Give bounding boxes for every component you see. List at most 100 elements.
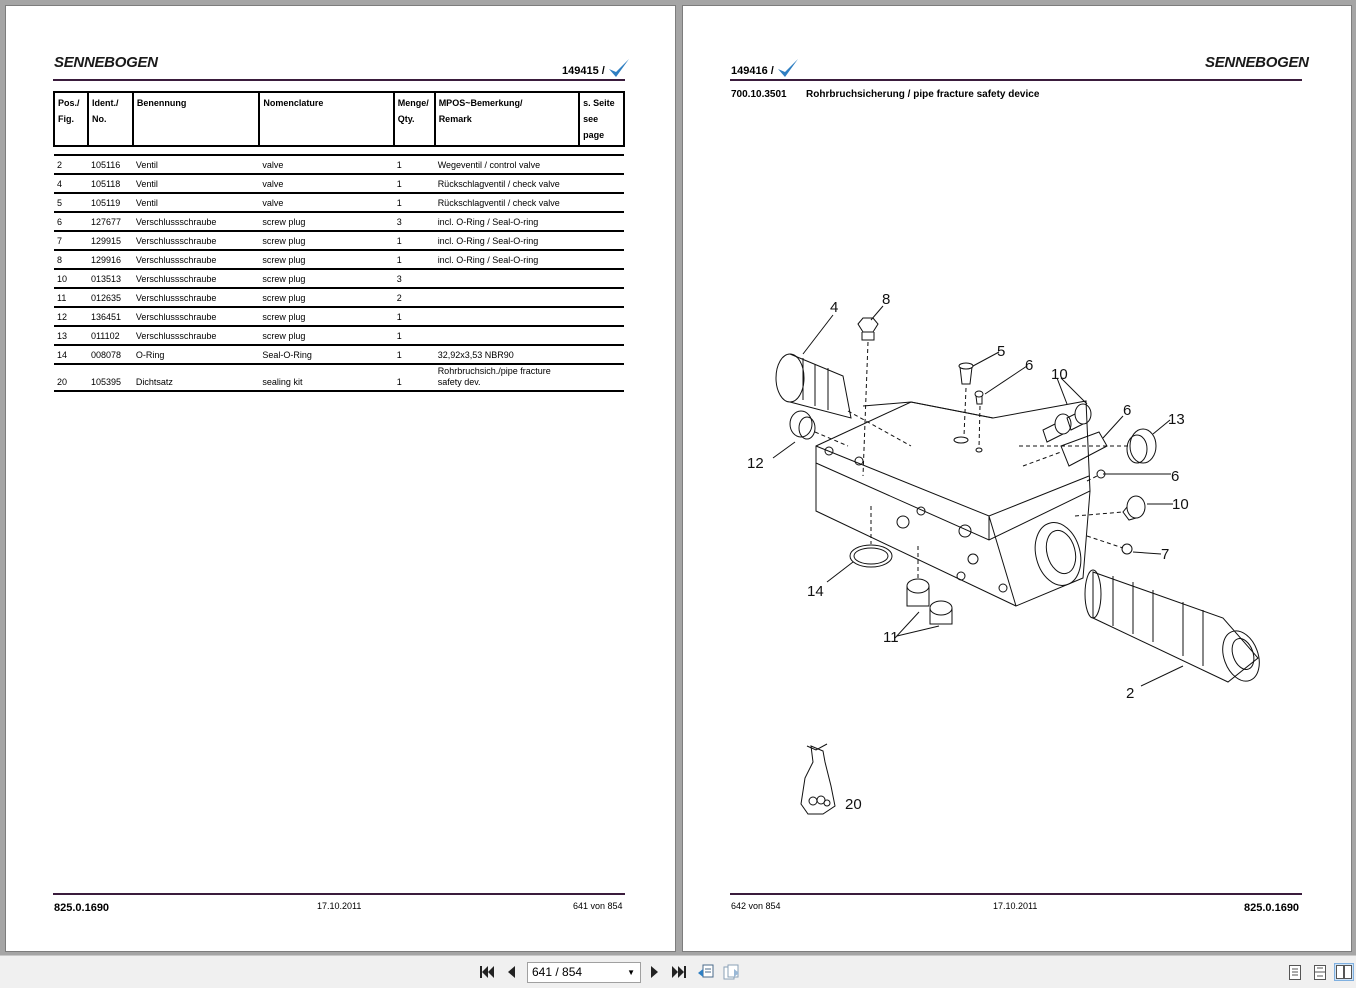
back-view-icon [698,964,714,978]
header-rule [53,79,625,81]
header-rule [730,79,1302,81]
single-page-view-button[interactable] [1287,964,1303,980]
cell-nomenclature: screw plug [259,326,394,346]
cell-ident: 105116 [87,155,133,175]
viewer-toolbar: 641 / 854 ▼ [0,955,1356,988]
cell-qty: 1 [393,231,435,251]
cell-benennung: Ventil [132,193,260,213]
first-page-icon [480,966,494,978]
cell-ident: 105119 [87,193,133,213]
footer-code: 825.0.1690 [1244,902,1300,914]
right-page: 149416 / SENNEBOGEN 700.10.3501 Rohrbruc… [682,5,1352,952]
callout-number: 10 [1051,366,1068,383]
cell-qty: 1 [393,307,435,327]
footer-rule [730,893,1302,895]
parts-table: Pos./Fig. Ident./No. Benennung Nomenclat… [53,91,625,392]
single-page-icon [1289,964,1301,980]
cell-ident: 105118 [87,174,133,194]
two-page-view-button[interactable] [1334,963,1354,981]
col-nomenclature: Nomenclature [258,91,395,147]
go-forward-view-button[interactable] [722,964,740,980]
sennebogen-logo: SENNEBOGEN [1205,54,1309,71]
previous-page-button[interactable] [503,964,519,980]
cell-see-page [579,193,624,213]
footer-page-number: 642 von 854 [731,901,781,911]
callout-number: 10 [1172,496,1189,513]
cell-pos: 2 [54,155,88,175]
cell-remark: incl. O-Ring / Seal-O-ring [434,212,580,232]
cell-ident: 105395 [87,364,133,392]
cell-qty: 1 [393,155,435,175]
doc-number-text: 149416 / [731,65,774,77]
forward-view-icon [723,964,739,980]
footer-date: 17.10.2011 [317,901,362,911]
assembly-code: 700.10.3501 [731,89,787,100]
callout-number: 11 [883,629,899,646]
cell-nomenclature: Seal-O-Ring [259,345,394,365]
cell-pos: 20 [54,364,88,392]
next-page-button[interactable] [647,964,663,980]
cell-pos: 12 [54,307,88,327]
cell-pos: 5 [54,193,88,213]
cell-remark [434,326,580,346]
cell-qty: 1 [393,250,435,270]
cell-benennung: Ventil [132,174,260,194]
cell-remark [434,288,580,308]
cell-benennung: Verschlussschraube [132,212,260,232]
col-ident: Ident./No. [86,91,134,147]
cell-ident: 129915 [87,231,133,251]
cell-pos: 10 [54,269,88,289]
cell-benennung: Verschlussschraube [132,231,260,251]
cell-qty: 3 [393,212,435,232]
footer-code: 825.0.1690 [54,902,110,914]
continuous-view-button[interactable] [1312,964,1328,980]
sennebogen-logo: SENNEBOGEN [54,54,158,71]
cell-see-page [579,364,624,392]
callout-number: 20 [845,796,862,813]
cell-benennung: Ventil [132,155,260,175]
footer-date: 17.10.2011 [993,901,1038,911]
last-page-icon [672,966,686,978]
cell-benennung: O-Ring [132,345,260,365]
cell-benennung: Verschlussschraube [132,269,260,289]
cell-pos: 8 [54,250,88,270]
cell-remark [434,307,580,327]
col-qty: Menge/Qty. [392,91,436,147]
page-selector[interactable]: 641 / 854 ▼ [527,962,641,983]
left-page: SENNEBOGEN 149415 / Pos./Fig. Ident./No.… [5,5,676,952]
previous-page-icon [508,966,515,978]
first-page-button[interactable] [479,964,495,980]
cell-ident: 127677 [87,212,133,232]
go-back-view-button[interactable] [697,964,715,980]
cell-nomenclature: sealing kit [259,364,394,392]
cell-see-page [579,307,624,327]
cell-see-page [579,174,624,194]
doc-number-text: 149415 / [562,65,605,77]
cell-ident: 129916 [87,250,133,270]
cell-qty: 1 [393,345,435,365]
cell-ident: 013513 [87,269,133,289]
cell-remark: 32,92x3,53 NBR90 [434,345,580,365]
last-page-button[interactable] [671,964,687,980]
cell-qty: 1 [393,364,435,392]
cell-ident: 012635 [87,288,133,308]
cell-nomenclature: screw plug [259,307,394,327]
cell-see-page [579,231,624,251]
cell-pos: 4 [54,174,88,194]
table-header-row: Pos./Fig. Ident./No. Benennung Nomenclat… [53,91,625,147]
cell-remark: Rückschlagventil / check valve [434,174,580,194]
callout-number: 6 [1171,468,1179,485]
doc-number: 149416 / [731,58,799,78]
cell-remark: Rückschlagventil / check valve [434,193,580,213]
cell-benennung: Dichtsatz [132,364,260,392]
logo-text: SENNEBOGEN [1205,54,1309,71]
next-page-icon [651,966,658,978]
